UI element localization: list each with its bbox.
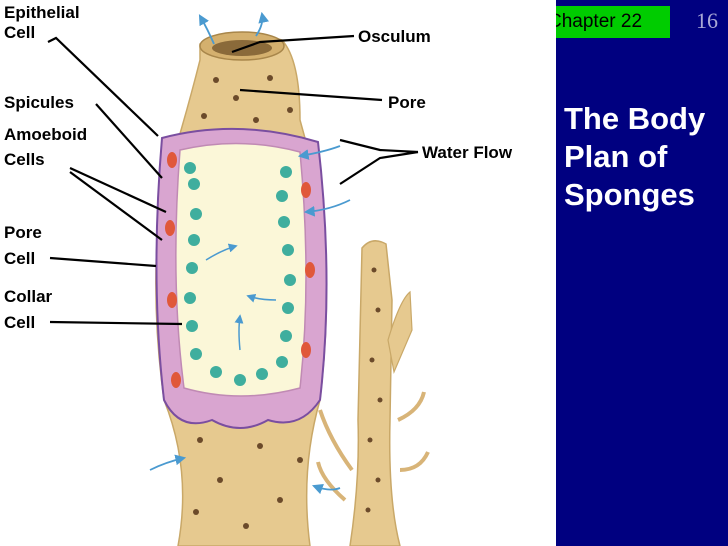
label-epithelial-line2: Cell <box>4 23 35 42</box>
label-amoeboid-line1: Amoeboid <box>4 125 87 144</box>
small-sponge <box>318 241 428 546</box>
title-panel: Chapter 22 16 The Body Plan of Sponges <box>556 0 728 546</box>
slide-number: 16 <box>696 8 718 34</box>
label-pore: Pore <box>388 93 426 112</box>
slide-title-line2: Plan of <box>564 138 728 176</box>
label-pore-cell-line1: Pore <box>4 223 42 242</box>
label-pore-cell-line2: Cell <box>4 249 35 268</box>
label-osculum: Osculum <box>358 27 431 46</box>
label-spicules: Spicules <box>4 93 74 112</box>
label-collar-line2: Cell <box>4 313 35 332</box>
chapter-label: Chapter 22 <box>556 6 670 38</box>
label-epithelial-line1: Epithelial <box>4 3 80 22</box>
sponge-illustration: Epithelial Cell Spicules Amoeboid Cells … <box>0 0 556 546</box>
sponge-diagram: Epithelial Cell Spicules Amoeboid Cells … <box>0 0 556 546</box>
label-water-flow: Water Flow <box>422 143 513 162</box>
sponge-body <box>156 32 327 546</box>
slide-title-line3: Sponges <box>564 176 728 214</box>
label-collar-line1: Collar <box>4 287 53 306</box>
label-amoeboid-line2: Cells <box>4 150 45 169</box>
slide-title: The Body Plan of Sponges <box>564 100 728 214</box>
slide-title-line1: The Body <box>564 100 728 138</box>
